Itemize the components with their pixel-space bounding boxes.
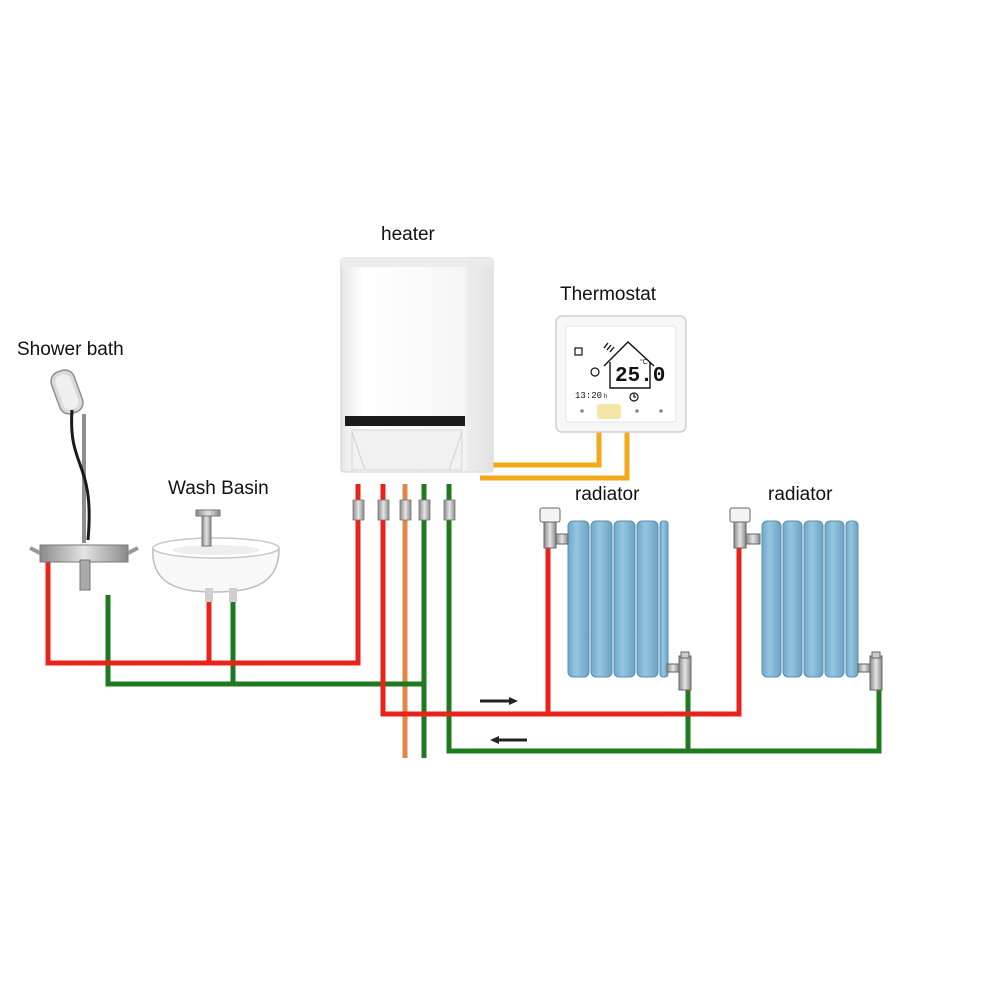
touch-keys [580,409,663,413]
heater-label: heater [381,224,435,245]
thermostat [555,315,687,433]
flow-arrow-left-icon [490,736,527,744]
thermostat-button[interactable] [597,404,621,419]
thermostat-clock: 13:20 [575,391,602,401]
shower-mixer [39,544,129,563]
shower-head-icon [50,369,84,415]
thermostat-unit: °C [640,358,648,366]
mode-icon [574,347,583,356]
hot-supply-domestic [45,484,361,666]
thermostat-temperature: 25.0 [615,365,665,388]
thermostat-clock-suffix: h [604,394,607,400]
control-wires [480,432,630,481]
shower [29,369,139,591]
boiler-display-strip [345,416,465,426]
cold-water-pipes [105,484,882,758]
control-wire-1 [480,432,602,468]
hot-water-pipes [45,484,742,717]
radiator-valve-icon [729,507,761,549]
radiator-1-return-valve [666,651,692,691]
boiler [340,257,494,521]
boiler-fittings [352,499,456,521]
radiator-2 [729,507,883,691]
shower-label: Shower bath [17,339,124,360]
radiator-2-label: radiator [768,484,833,505]
thermostat-label: Thermostat [560,284,657,305]
flow-arrow-right-icon [480,697,518,705]
basin-label: Wash Basin [168,478,269,499]
cold-supply-horizontal [105,595,424,687]
shower-hose [70,409,91,541]
radiator-2-return-valve [857,651,883,691]
radiator-return-pipe [446,484,882,754]
wifi-icon [603,342,615,353]
clock-icon [629,392,639,402]
wash-basin [152,509,280,602]
radiator-1-label: radiator [575,484,640,505]
power-icon [590,367,600,377]
radiator-1 [539,507,692,691]
control-wire-2 [480,432,630,481]
radiator-flow-pipe [380,484,742,717]
radiator-valve-icon [539,507,569,549]
faucet-icon [195,509,221,547]
house-icon [603,341,655,389]
